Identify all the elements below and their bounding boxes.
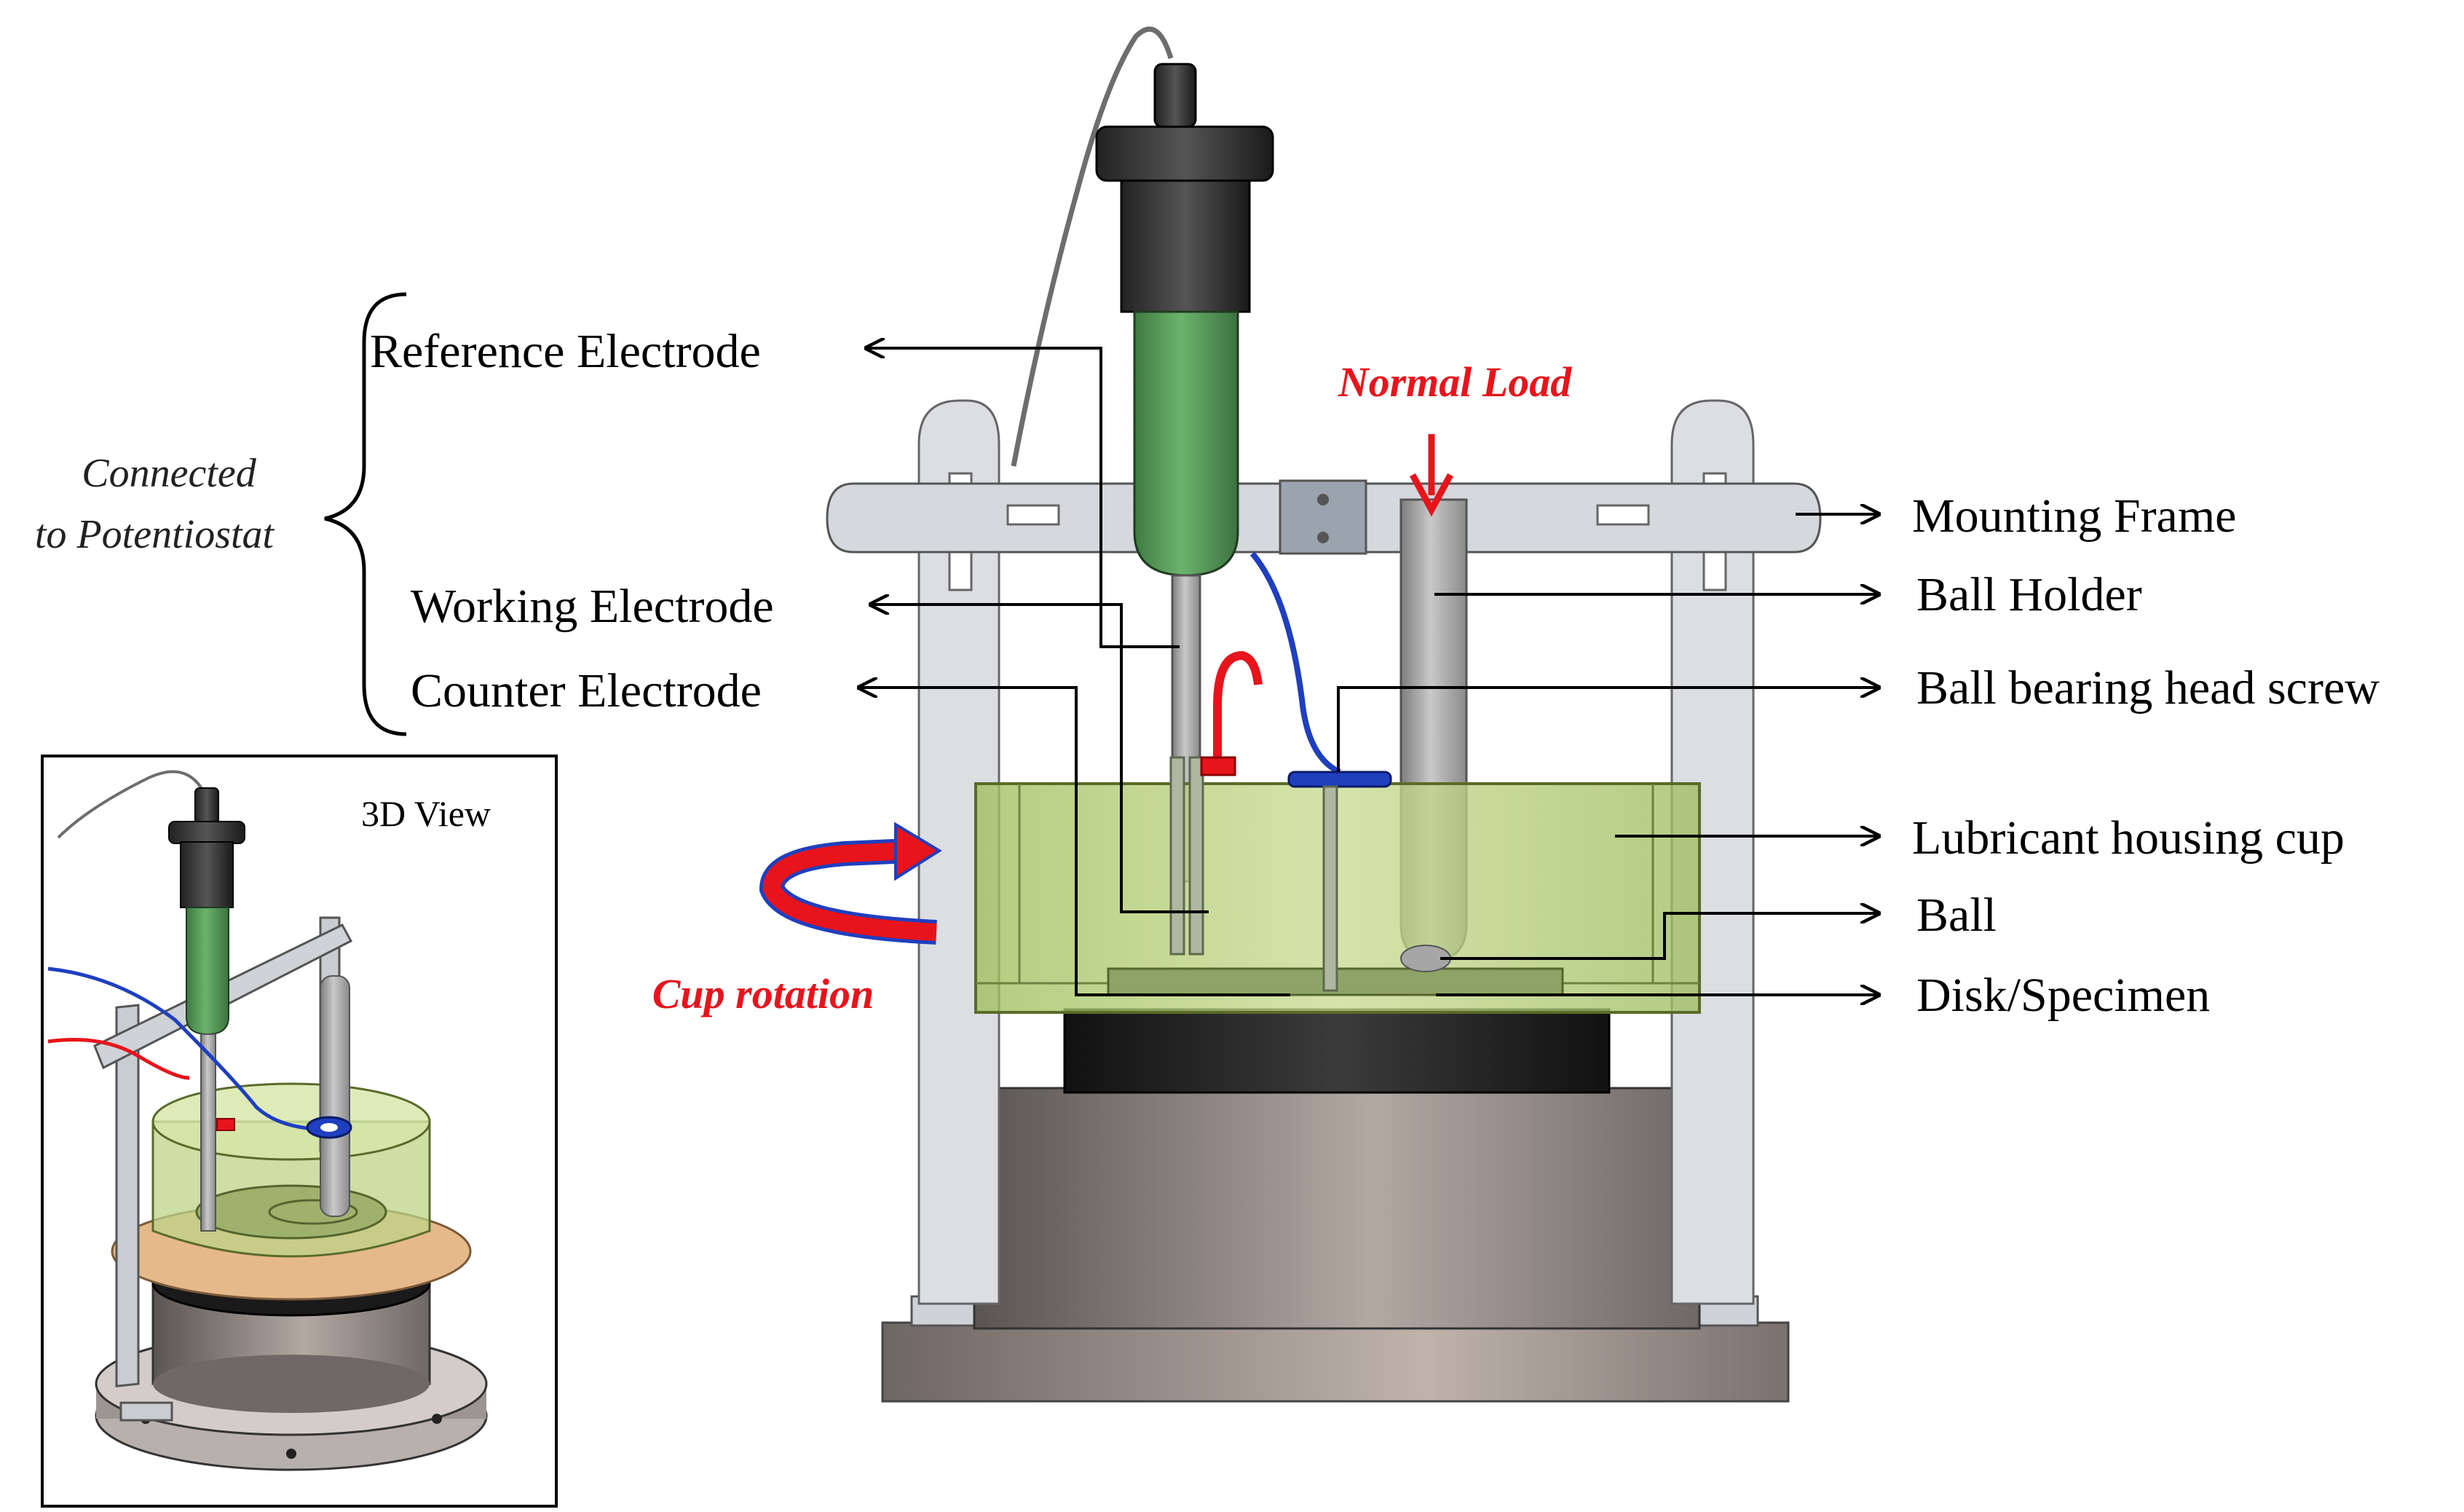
label-ball: Ball bbox=[1916, 889, 1997, 942]
leader-ball bbox=[1440, 913, 1879, 960]
counter-wire bbox=[1213, 650, 1263, 765]
leader-lines bbox=[859, 348, 1879, 995]
frame-upright-right bbox=[1670, 399, 1755, 1305]
frame-upright-left bbox=[917, 399, 1000, 1305]
inset-electrode-collar bbox=[168, 821, 245, 844]
frame-bar-slot bbox=[1596, 504, 1650, 526]
label-mounting-frame: Mounting Frame bbox=[1912, 489, 2236, 543]
working-electrode-rod bbox=[1188, 756, 1204, 956]
screw-shaft bbox=[1322, 785, 1338, 992]
motor-housing bbox=[973, 1087, 1701, 1330]
base-plate bbox=[881, 1321, 1790, 1403]
cup-rotation-arrow bbox=[759, 822, 942, 945]
inset-frame-foot bbox=[119, 1401, 173, 1422]
label-lubricant-housing-cup: Lubricant housing cup bbox=[1912, 811, 2345, 865]
label-counter-electrode: Counter Electrode bbox=[411, 664, 762, 717]
label-disk-specimen: Disk/Specimen bbox=[1916, 969, 2210, 1022]
clamp-screw bbox=[1317, 532, 1329, 543]
frame-bar-slot bbox=[1006, 504, 1060, 526]
normal-load-arrowhead bbox=[1410, 473, 1453, 517]
inset-frame-upright bbox=[115, 1004, 140, 1387]
label-ball-holder: Ball Holder bbox=[1916, 568, 2142, 621]
label-normal-load: Normal Load bbox=[1338, 358, 1573, 406]
inset-disk-track bbox=[268, 1199, 358, 1225]
inset-cable bbox=[57, 770, 208, 839]
inset-head-screw-hole bbox=[320, 1123, 338, 1132]
inset-motor-bottom bbox=[153, 1355, 430, 1413]
ball-bearing-head-screw bbox=[1287, 771, 1392, 788]
label-cup-rotation: Cup rotation bbox=[652, 970, 874, 1017]
inset-electrode-stem bbox=[200, 1033, 216, 1232]
leader-head-screw bbox=[1337, 688, 1879, 772]
inset-blue-wire bbox=[47, 966, 315, 1131]
inset-bolt bbox=[286, 1449, 296, 1459]
inset-ball-holder bbox=[320, 975, 350, 1217]
potentiostat-brace bbox=[324, 292, 407, 736]
electrode-neck bbox=[1120, 179, 1251, 313]
inset-3d-view: 3D View bbox=[41, 755, 558, 1508]
inset-counter-connector bbox=[216, 1118, 235, 1131]
electrode-cap bbox=[1153, 63, 1197, 128]
leader-working bbox=[871, 605, 1209, 913]
label-working-electrode: Working Electrode bbox=[411, 580, 774, 633]
inset-electrode-cap bbox=[194, 787, 219, 825]
spindle bbox=[1063, 1008, 1611, 1094]
inset-bolt bbox=[432, 1414, 442, 1424]
inset-red-wire bbox=[47, 1038, 190, 1080]
main-apparatus bbox=[826, 26, 1822, 1403]
label-connected: Connected bbox=[82, 451, 256, 496]
label-ball-bearing-head-screw: Ball bearing head screw bbox=[1916, 661, 2380, 714]
label-to-potentiostat: to Potentiostat bbox=[35, 512, 275, 557]
leader-reference bbox=[866, 348, 1180, 648]
label-reference-electrode: Reference Electrode bbox=[370, 325, 761, 378]
electrode-cable bbox=[1011, 26, 1174, 467]
clamp-screw bbox=[1317, 494, 1329, 505]
reference-electrode-body bbox=[1133, 310, 1239, 577]
inset-title: 3D View bbox=[361, 793, 491, 834]
working-electrode-rod bbox=[1169, 756, 1185, 956]
counter-connector bbox=[1200, 756, 1236, 776]
ball-screw-wire bbox=[1249, 551, 1341, 775]
inset-cup-rim bbox=[151, 1082, 431, 1161]
electrode-collar bbox=[1095, 125, 1274, 182]
inset-electrode-neck bbox=[180, 841, 234, 908]
leader-counter bbox=[859, 688, 1290, 996]
inset-electrode-body bbox=[186, 907, 229, 1036]
